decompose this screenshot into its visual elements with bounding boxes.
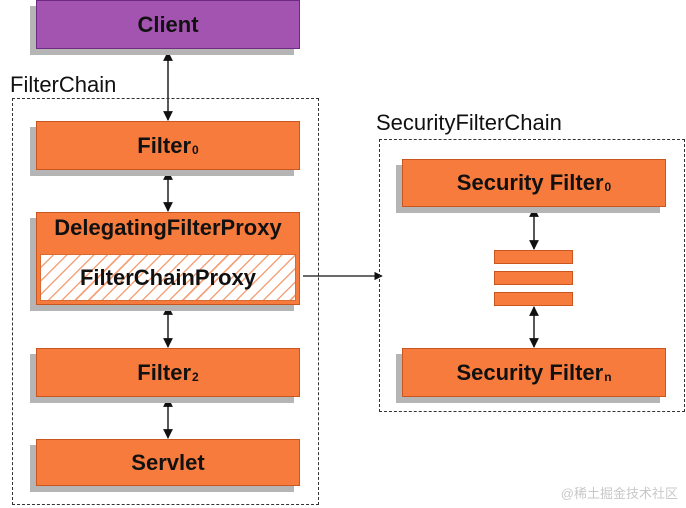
filter0-label: Filter: [137, 132, 192, 158]
delegating-filter-proxy-label: DelegatingFilterProxy: [54, 215, 282, 240]
filter-chain-proxy-label: FilterChainProxy: [79, 264, 257, 290]
security-filtern-label: Security Filter: [456, 359, 604, 385]
security-filter0-label: Security Filter: [456, 170, 604, 195]
watermark: @稀土掘金技术社区: [560, 486, 678, 501]
filterchain-label: FilterChain: [10, 72, 117, 97]
client-box: Client: [36, 0, 300, 49]
servlet-box: Servlet: [36, 439, 300, 486]
client-label: Client: [137, 11, 199, 37]
filter2-label: Filter: [137, 359, 192, 385]
filter-ellipsis-bar-1: [494, 250, 573, 264]
filter-chain-proxy-box: FilterChainProxy: [40, 254, 296, 301]
servlet-label: Servlet: [131, 449, 205, 475]
securityfilterchain-label: SecurityFilterChain: [376, 110, 562, 135]
filter0-subscript: 0: [192, 142, 199, 157]
filter2-subscript: 2: [192, 369, 199, 384]
filter-ellipsis-bar-2: [494, 271, 573, 285]
filter-ellipsis-bar-3: [494, 292, 573, 306]
security-filtern-subscript: n: [604, 369, 612, 384]
security-filter0-subscript: 0: [604, 180, 612, 194]
securityfilterchain-group: [379, 139, 685, 412]
filterchain-group: [12, 98, 319, 505]
